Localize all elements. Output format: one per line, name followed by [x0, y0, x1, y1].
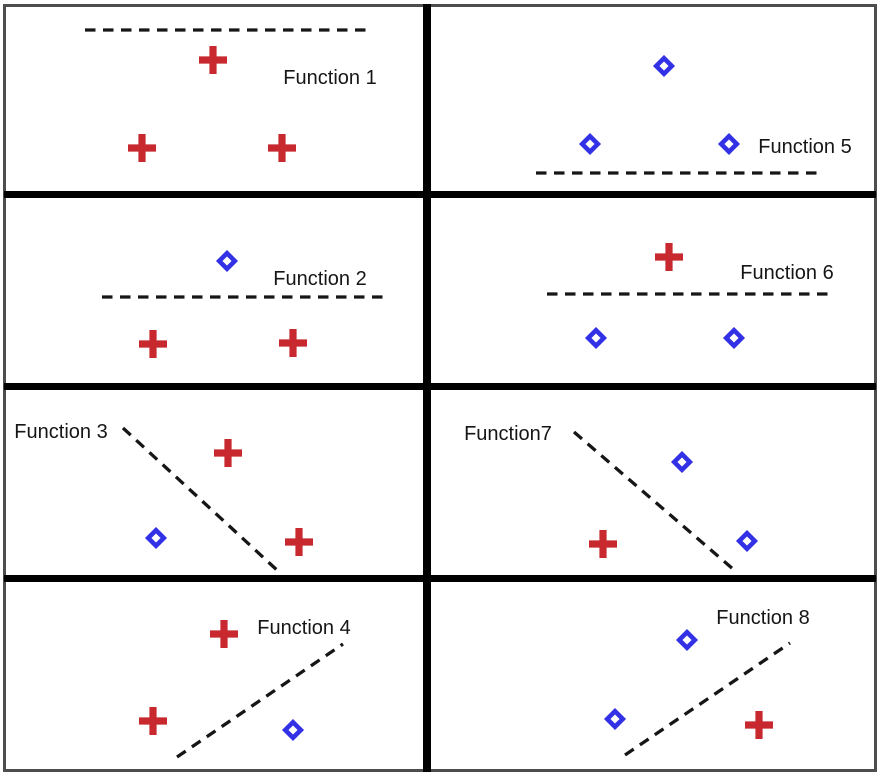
plus-marker — [210, 620, 238, 648]
scatter-plot-function-3 — [121, 426, 313, 573]
panel-function-1: Function 1 — [6, 6, 423, 191]
plus-marker — [285, 528, 313, 556]
scatter-plot-function-5 — [536, 54, 819, 175]
panel-function-7: Function7 — [431, 389, 874, 575]
panel-function-6: Function 6 — [431, 198, 874, 383]
plus-marker — [128, 134, 156, 162]
plus-marker — [214, 439, 242, 467]
plus-marker — [139, 707, 167, 735]
diamond-marker — [722, 326, 746, 350]
diamond-marker — [584, 326, 608, 350]
diamond-marker — [652, 54, 676, 78]
plus-marker — [279, 329, 307, 357]
panel-label: Function 4 — [257, 617, 351, 639]
panel-label: Function 8 — [716, 607, 810, 629]
diamond-marker — [670, 450, 694, 474]
decision-boundary-line — [121, 426, 280, 573]
decision-boundary-line — [176, 642, 344, 759]
scatter-plot-function-7 — [572, 430, 759, 571]
decision-boundary-line — [624, 641, 791, 757]
grid-horizontal-divider-1 — [4, 191, 876, 198]
diamond-marker — [735, 529, 759, 553]
diamond-marker — [281, 718, 305, 742]
diamond-marker — [215, 249, 239, 273]
plus-marker — [268, 134, 296, 162]
panel-function-4: Function 4 — [6, 582, 423, 768]
diamond-marker — [717, 132, 741, 156]
panel-function-8: Function 8 — [431, 582, 874, 768]
panel-label: Function 6 — [740, 262, 834, 284]
scatter-plot-function-4 — [139, 620, 344, 759]
plus-marker — [199, 46, 227, 74]
plus-marker — [745, 711, 773, 739]
panel-label: Function 1 — [283, 67, 377, 89]
scatter-plot-function-6 — [547, 243, 831, 350]
diamond-marker — [603, 707, 627, 731]
panel-function-3: Function 3 — [6, 389, 423, 575]
diamond-marker — [144, 526, 168, 550]
scatter-plot-function-2 — [102, 249, 384, 358]
scatter-plot-function-8 — [603, 628, 791, 757]
scatter-plot-function-1 — [85, 28, 369, 162]
plus-marker — [139, 330, 167, 358]
grid-horizontal-divider-2 — [4, 383, 876, 390]
diamond-marker — [578, 132, 602, 156]
panel-label: Function 3 — [14, 421, 108, 443]
grid-horizontal-divider-3 — [4, 575, 876, 582]
plus-marker — [589, 530, 617, 558]
decision-boundary-line — [572, 430, 735, 571]
plus-marker — [655, 243, 683, 271]
panel-function-2: Function 2 — [6, 198, 423, 383]
panel-function-5: Function 5 — [431, 6, 874, 191]
panel-label: Function 2 — [273, 268, 367, 290]
panel-label: Function7 — [464, 423, 552, 445]
panel-label: Function 5 — [758, 136, 852, 158]
diamond-marker — [675, 628, 699, 652]
